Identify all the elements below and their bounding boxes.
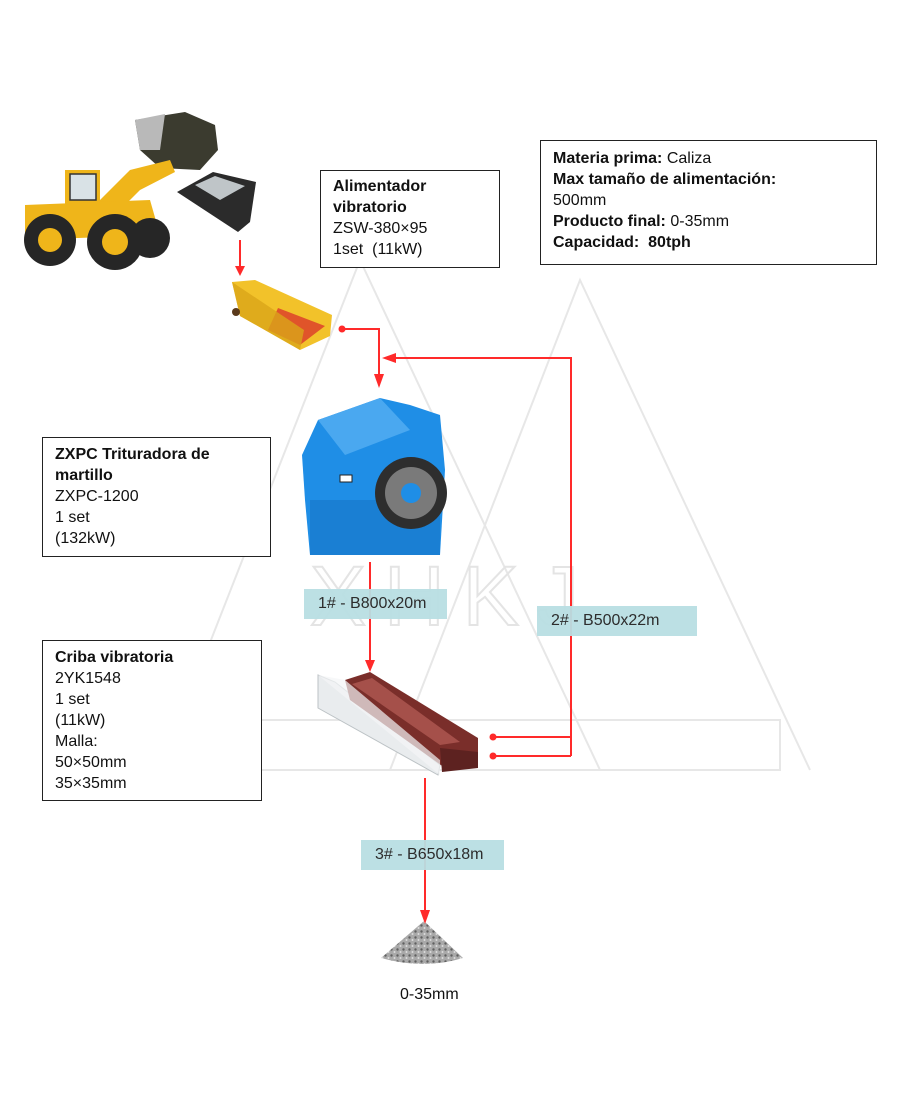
info-final-product: Producto final: 0-35mm <box>553 213 730 230</box>
arrow-feeder-to-crusher <box>342 328 380 384</box>
conveyor-tag-3: 3# - B650x18m <box>361 840 504 870</box>
feeder-title-1: Alimentador <box>333 178 427 195</box>
feeder-title-2: vibratorio <box>333 199 407 216</box>
feeder-model: ZSW-380×95 <box>333 220 428 237</box>
vibrating-screen-icon <box>317 672 478 776</box>
screen-spec-box: Criba vibratoria 2YK1548 1 set (11kW) Ma… <box>42 640 262 801</box>
vibrating-feeder-icon <box>232 280 332 350</box>
screen-power: (11kW) <box>55 712 106 729</box>
screen-model: 2YK1548 <box>55 670 121 687</box>
info-capacity: Capacidad: 80tph <box>553 234 691 251</box>
feeder-spec-box: Alimentador vibratorio ZSW-380×95 1set (… <box>320 170 500 268</box>
info-max-feed-size: Max tamaño de alimentación: <box>553 171 777 188</box>
crusher-title-1: ZXPC Trituradora de <box>55 446 210 463</box>
screen-mesh-2: 35×35mm <box>55 775 127 792</box>
info-raw-material: Materia prima: Caliza <box>553 150 712 167</box>
screen-title: Criba vibratoria <box>55 649 174 666</box>
stockpile-icon <box>381 921 463 964</box>
crusher-spec-box: ZXPC Trituradora de martillo ZXPC-1200 1… <box>42 437 271 557</box>
screen-mesh-label: Malla: <box>55 733 98 750</box>
process-info-box: Materia prima: Caliza Max tamaño de alim… <box>540 140 877 265</box>
crusher-title-2: martillo <box>55 467 113 484</box>
info-max-feed-value: 500mm <box>553 192 607 209</box>
conveyor-tag-1: 1# - B800x20m <box>304 589 447 619</box>
product-size-label: 0-35mm <box>400 986 459 1003</box>
crusher-model: ZXPC-1200 <box>55 488 139 505</box>
feeder-qty-power: 1set (11kW) <box>333 241 423 258</box>
arrow-recirculation <box>395 357 572 738</box>
hopper-icon <box>177 172 256 232</box>
conveyor-tag-2: 2# - B500x22m <box>537 606 697 636</box>
crusher-qty: 1 set <box>55 509 90 526</box>
screen-mesh-1: 50×50mm <box>55 754 127 771</box>
wheel-loader-icon <box>24 112 218 270</box>
hammer-crusher-icon <box>302 398 447 555</box>
crusher-power: (132kW) <box>55 530 116 547</box>
screen-qty: 1 set <box>55 691 90 708</box>
